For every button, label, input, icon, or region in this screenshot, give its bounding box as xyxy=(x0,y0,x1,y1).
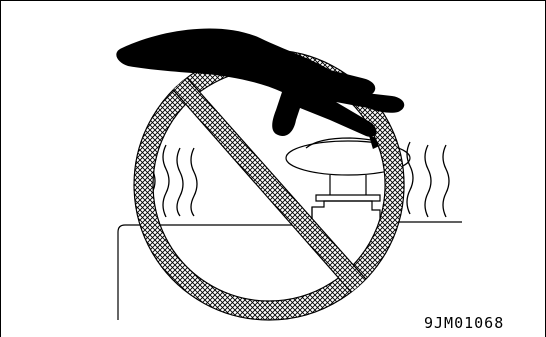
hand-icon xyxy=(116,28,405,137)
heat-wave-icon xyxy=(148,141,450,218)
rotating-part xyxy=(285,140,411,202)
figure-code: 9JM01068 xyxy=(424,314,505,332)
